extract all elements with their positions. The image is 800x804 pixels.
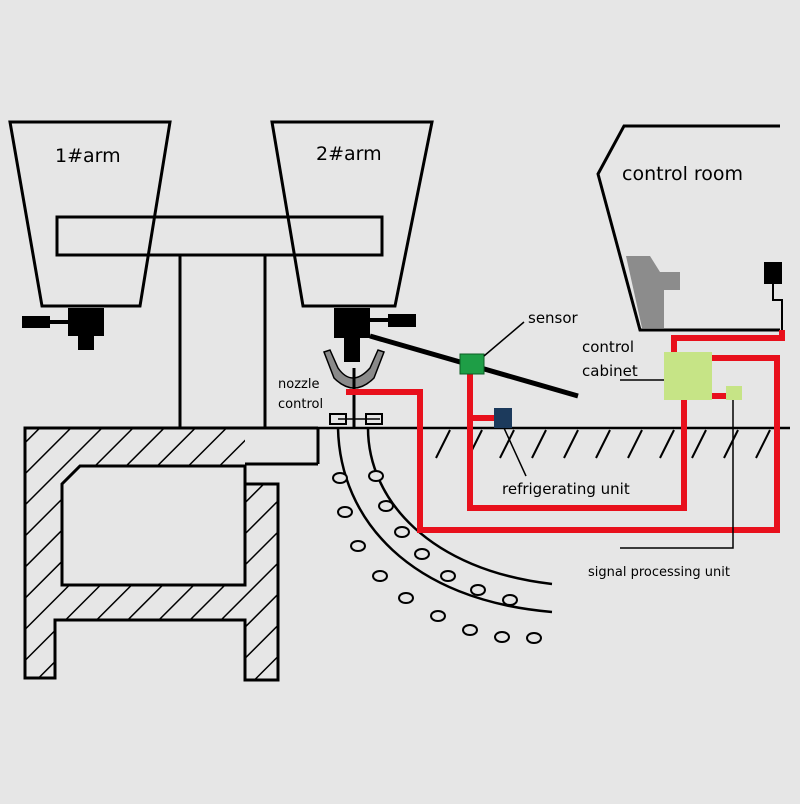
sensor [459,353,485,375]
control-room [596,124,780,332]
wire-cabinet-to-control-room [671,330,785,352]
arm-1-ladle [8,120,172,308]
floor-structure [23,426,320,682]
pit-wall-hatch [25,428,245,678]
refrigerating-unit [494,408,512,428]
control-cabinet [664,352,712,400]
control-room-device [764,262,782,284]
leader-lines [483,321,734,549]
arm-2-label: 2#arm [316,143,382,165]
support-rolls [332,470,542,644]
arm-2-slide-gate [334,308,416,362]
arm-1-label: 1#arm [55,145,121,167]
pit-cavity [60,464,247,587]
control-room-label: control room [622,163,743,185]
turret-beam [55,215,384,257]
nozzle-label-1: nozzle [278,377,319,392]
arm-2-ladle [270,120,434,308]
arm-1-slide-gate [22,308,104,350]
operator-seat [626,256,680,328]
nozzle-label-2: control [278,397,323,412]
signal-processing-unit-label: signal processing unit [588,565,730,580]
tundish-nozzle [323,349,385,428]
device-cable [772,284,783,330]
wire-nozzle-to-cabinet [346,355,780,533]
control-cabinet-label-2: cabinet [582,362,638,380]
sensor-label: sensor [528,309,579,327]
control-cabinet-label-1: control [582,338,634,356]
casting-strand [336,427,553,614]
refrigerating-unit-label: refrigerating unit [502,480,630,498]
signal-processing-unit [726,386,742,400]
ladle-turret [8,120,434,428]
ground-line [318,426,790,459]
